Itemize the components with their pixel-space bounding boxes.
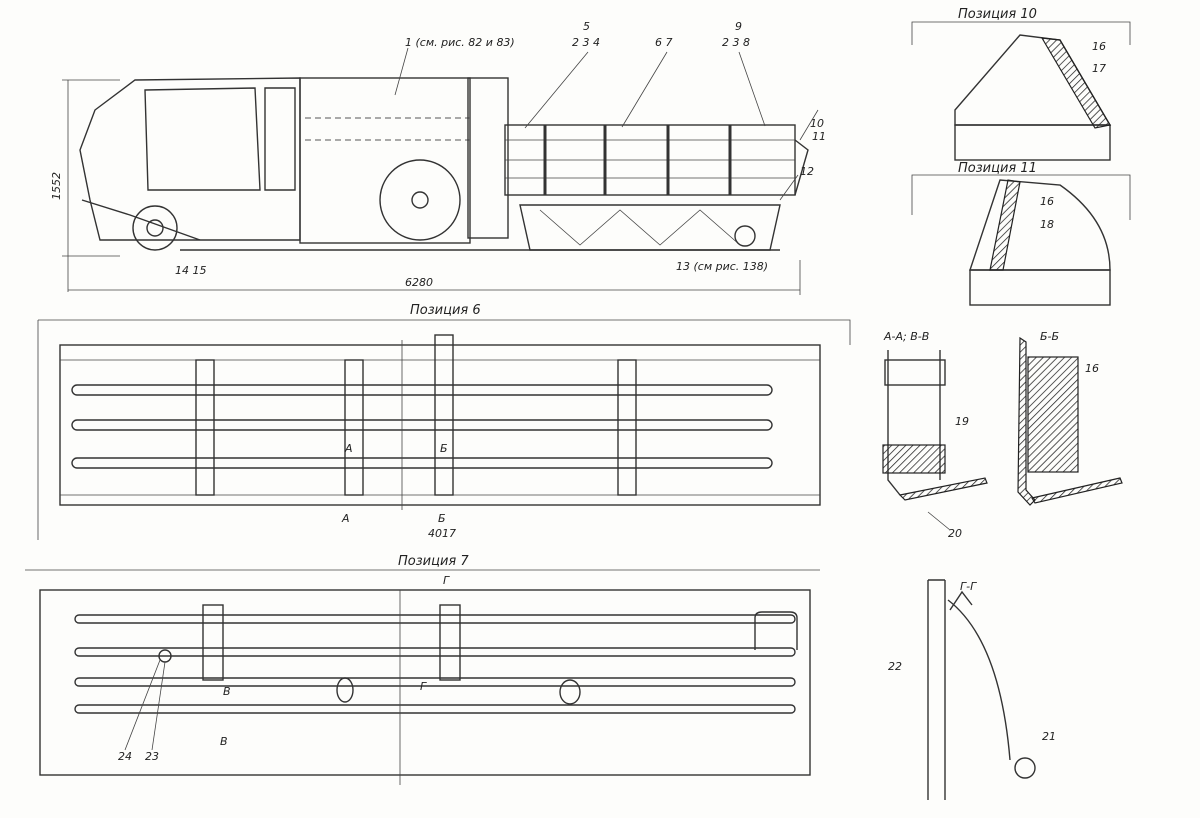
section-mark-v: В (223, 685, 231, 698)
label-16: 16 (1092, 40, 1106, 53)
section-mark-g: Г (443, 574, 450, 587)
label-16: 16 (1085, 362, 1099, 375)
dim-length-6280: 6280 (405, 276, 433, 289)
label-16: 16 (1040, 195, 1054, 208)
section-mark-b: Б (440, 442, 448, 455)
section-mark-b: Б (438, 512, 446, 525)
callout-9: 9 (735, 20, 742, 33)
section-gg-title: Г-Г (960, 580, 977, 593)
label-18: 18 (1040, 218, 1054, 231)
position-7-title: Позиция 7 (398, 554, 469, 569)
section-aa-title: А-А; В-В (883, 330, 929, 343)
callout-11: 11 (812, 130, 826, 143)
label-21: 21 (1042, 730, 1056, 743)
callout-12: 12 (800, 165, 814, 178)
dim-height-1552: 1552 (50, 172, 63, 200)
callout-9-parts: 2 3 8 (722, 36, 750, 49)
callout-10: 10 (810, 117, 824, 130)
position-10-title: Позиция 10 (958, 7, 1037, 22)
section-bb-view: Б-Б 16 (1017, 330, 1123, 506)
section-mark-a: А (344, 442, 353, 455)
callout-5: 5 (583, 20, 590, 33)
section-mark-v: В (220, 735, 228, 748)
label-22: 22 (888, 660, 902, 673)
position-11-title: Позиция 11 (958, 161, 1037, 176)
vehicle-side-view (62, 77, 809, 295)
section-mark-a: А (341, 512, 350, 525)
callout-6-7: 6 7 (655, 36, 673, 49)
callout-13: 13 (см рис. 138) (676, 260, 768, 273)
position-6-view: Позиция 6 А Б А Б 4017 (37, 303, 851, 540)
callout-1: 1 (см. рис. 82 и 83) (405, 36, 515, 49)
section-bb-title: Б-Б (1040, 330, 1059, 343)
section-aa-view: А-А; В-В 19 20 (882, 330, 988, 540)
label-23: 23 (145, 750, 159, 763)
position-10-view: Позиция 10 16 17 (911, 7, 1131, 161)
callout-5-parts: 2 3 4 (572, 36, 600, 49)
label-24: 24 (118, 750, 132, 763)
section-mark-g: Г (420, 680, 427, 693)
position-11-view: Позиция 11 16 18 (911, 161, 1131, 306)
callout-14-15: 14 15 (175, 264, 207, 277)
section-gg-view: Г-Г 22 21 (888, 579, 1056, 800)
main-view-callouts: 1 (см. рис. 82 и 83) 5 2 3 4 6 7 9 2 3 8… (50, 20, 826, 289)
label-20: 20 (948, 527, 962, 540)
position-7-view: Позиция 7 Г Г В В 24 23 (25, 554, 820, 785)
position-6-title: Позиция 6 (410, 303, 481, 318)
dim-length-4017: 4017 (428, 527, 456, 540)
label-17: 17 (1092, 62, 1106, 75)
label-19: 19 (955, 415, 969, 428)
